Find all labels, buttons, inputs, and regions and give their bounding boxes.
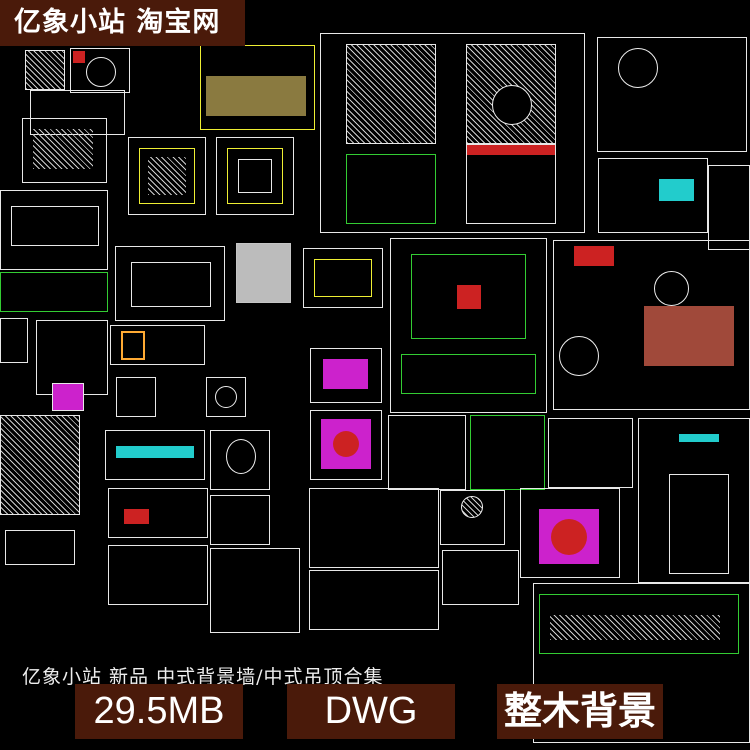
cad-panel	[210, 430, 270, 490]
cad-panel	[310, 410, 382, 480]
product-type-badge: 整木背景	[497, 684, 663, 739]
collection-caption: 亿象小站 新品 中式背景墙/中式吊顶合集	[22, 666, 384, 688]
shop-banner: 亿象小站 淘宝网	[0, 0, 245, 46]
cad-panel	[440, 490, 505, 545]
cad-panel	[548, 418, 633, 488]
cad-panel	[320, 33, 585, 233]
cad-panel	[553, 240, 750, 410]
cad-panel	[200, 45, 315, 130]
cad-panel	[210, 495, 270, 545]
cad-panel	[116, 377, 156, 417]
cad-panel	[310, 348, 382, 403]
cad-panel	[390, 238, 547, 413]
cad-panel	[210, 548, 300, 633]
cad-panel	[309, 570, 439, 630]
cad-panel	[128, 137, 206, 215]
cad-panel	[236, 243, 291, 303]
file-format-badge: DWG	[287, 684, 455, 739]
cad-panel	[598, 158, 708, 233]
cad-panel	[0, 190, 108, 270]
cad-panel	[470, 415, 545, 490]
cad-panel	[206, 377, 246, 417]
cad-panel	[110, 325, 205, 365]
cad-panel	[70, 48, 130, 93]
cad-panel	[388, 415, 466, 490]
cad-panel	[0, 318, 28, 363]
cad-panel	[52, 383, 84, 411]
cad-panel	[533, 583, 750, 743]
cad-panel	[303, 248, 383, 308]
cad-panel	[0, 415, 80, 515]
cad-panel	[216, 137, 294, 215]
cad-panel	[105, 430, 205, 480]
cad-panel	[442, 550, 519, 605]
cad-panel	[309, 488, 439, 568]
cad-panel	[708, 165, 750, 250]
cad-panel	[115, 246, 225, 321]
cad-panel	[22, 118, 107, 183]
file-size-badge: 29.5MB	[75, 684, 243, 739]
cad-panel	[25, 50, 65, 90]
cad-panel	[5, 530, 75, 565]
cad-panel	[108, 488, 208, 538]
cad-panel	[520, 488, 620, 578]
cad-panel	[108, 545, 208, 605]
cad-panel	[0, 272, 108, 312]
cad-panel	[597, 37, 747, 152]
cad-panel	[638, 418, 750, 583]
